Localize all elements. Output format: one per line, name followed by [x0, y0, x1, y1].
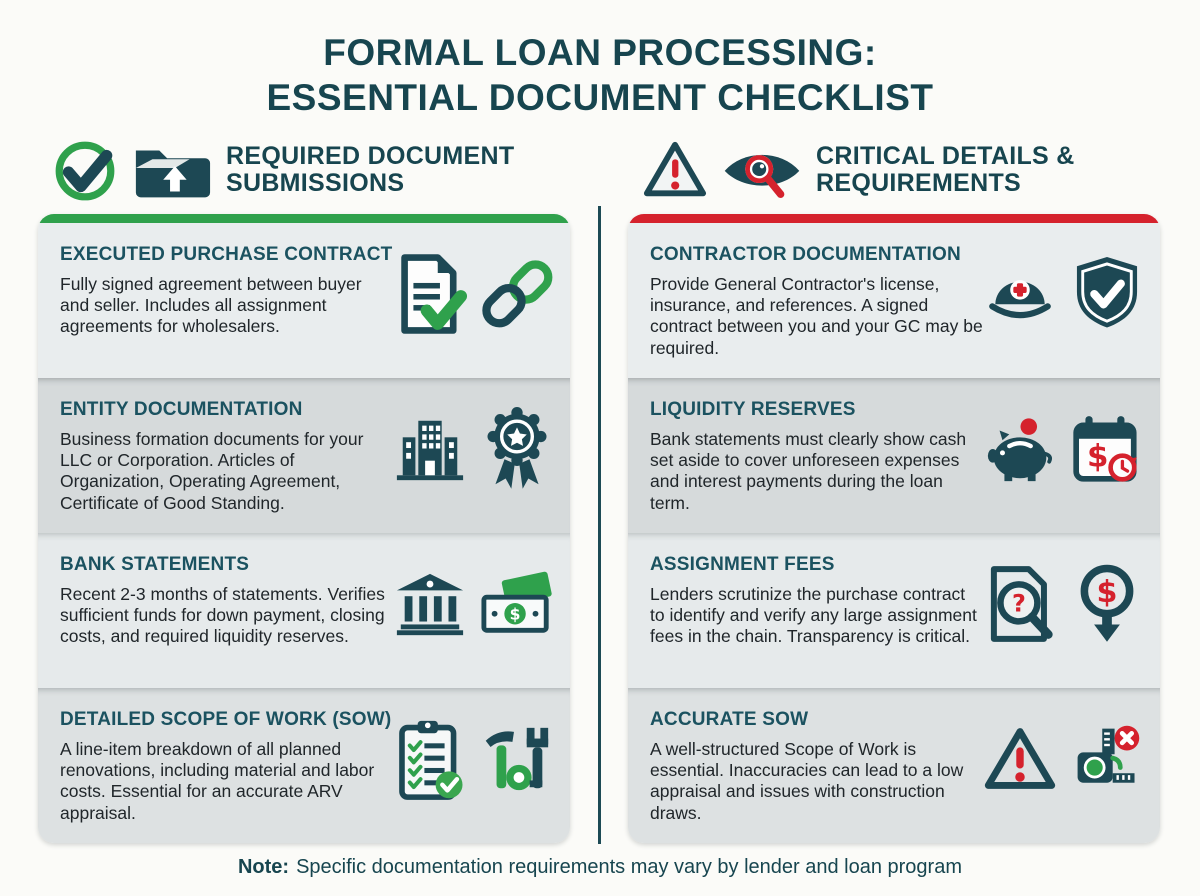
card-body: Fully signed agreement between buyer and… — [60, 274, 362, 337]
document-check-icon — [393, 252, 467, 336]
card-detailed-scope-of-work: DETAILED SCOPE OF WORK (SOW) A line-item… — [38, 688, 570, 843]
card-body: Provide General Contractor's license, in… — [650, 274, 983, 358]
required-submissions-column: REQUIRED DOCUMENT SUBMISSIONS EXECUTED P… — [38, 126, 570, 843]
card-title: EXECUTED PURCHASE CONTRACT — [60, 244, 393, 265]
card-title: ENTITY DOCUMENTATION — [60, 399, 303, 420]
card-title: ASSIGNMENT FEES — [650, 554, 835, 575]
green-accent-bar — [38, 214, 570, 223]
card-executed-purchase-contract: EXECUTED PURCHASE CONTRACT Fully signed … — [38, 223, 570, 378]
card-liquidity-reserves: LIQUIDITY RESERVES Bank statements must … — [628, 378, 1160, 533]
piggy-bank-icon — [983, 407, 1057, 491]
card-body: Bank statements must clearly show cash s… — [650, 429, 967, 513]
required-submissions-panel: EXECUTED PURCHASE CONTRACT Fully signed … — [38, 214, 570, 843]
card-title: DETAILED SCOPE OF WORK (SOW) — [60, 709, 392, 730]
card-title: BANK STATEMENTS — [60, 554, 250, 575]
tools-icon — [480, 717, 554, 801]
footer-note: Note: Specific documentation requirements… — [0, 856, 1200, 879]
card-accurate-sow: ACCURATE SOW A well-structured Scope of … — [628, 688, 1160, 843]
tape-measure-error-icon — [1070, 717, 1144, 801]
column-divider — [598, 206, 601, 844]
card-body: Business formation documents for your LL… — [60, 429, 364, 513]
footer-note-label: Note: — [237, 856, 290, 878]
red-accent-bar — [628, 214, 1160, 223]
checklist-clipboard-icon — [393, 717, 467, 801]
critical-details-header: CRITICAL DETAILS & REQUIREMENTS — [628, 126, 1160, 214]
card-body: A line-item breakdown of all planned ren… — [60, 739, 375, 823]
card-title: ACCURATE SOW — [650, 709, 809, 730]
critical-details-column: CRITICAL DETAILS & REQUIREMENTS CONTRACT… — [628, 126, 1160, 843]
hard-hat-icon — [983, 252, 1057, 336]
page-title-line1: FORMAL LOAN PROCESSING: — [323, 32, 877, 73]
svg-text:$: $ — [510, 606, 521, 624]
card-bank-statements: BANK STATEMENTS Recent 2-3 months of sta… — [38, 533, 570, 688]
warning-triangle-icon — [642, 137, 708, 203]
critical-details-label: CRITICAL DETAILS & REQUIREMENTS — [816, 142, 1075, 197]
svg-text:$: $ — [1087, 438, 1108, 474]
card-contractor-documentation: CONTRACTOR DOCUMENTATION Provide General… — [628, 223, 1160, 378]
svg-text:?: ? — [1012, 590, 1026, 618]
required-submissions-label: REQUIRED DOCUMENT SUBMISSIONS — [226, 142, 515, 197]
card-body: Recent 2-3 months of statements. Verifie… — [60, 584, 385, 647]
chain-link-icon — [480, 252, 554, 336]
critical-details-panel: CONTRACTOR DOCUMENTATION Provide General… — [628, 214, 1160, 843]
cash-icon: $ — [480, 562, 554, 646]
page-title-line2: ESSENTIAL DOCUMENT CHECKLIST — [266, 77, 934, 119]
calendar-dollar-icon: $ — [1070, 407, 1144, 491]
document-magnifier-icon: ? — [983, 562, 1057, 646]
check-circle-icon — [52, 137, 118, 203]
required-submissions-header: REQUIRED DOCUMENT SUBMISSIONS — [38, 126, 570, 214]
card-entity-documentation: ENTITY DOCUMENTATION Business formation … — [38, 378, 570, 533]
page-title: FORMAL LOAN PROCESSING: ESSENTIAL DOCUME… — [0, 30, 1200, 120]
warning-triangle-icon — [983, 717, 1057, 801]
svg-text:$: $ — [1097, 575, 1118, 610]
shield-check-icon — [1070, 252, 1144, 336]
award-ribbon-icon — [480, 407, 554, 491]
card-title: CONTRACTOR DOCUMENTATION — [650, 244, 961, 265]
bank-icon — [393, 562, 467, 646]
eye-magnifier-icon — [721, 137, 803, 203]
card-title: LIQUIDITY RESERVES — [650, 399, 856, 420]
dollar-down-icon: $ — [1070, 562, 1144, 646]
office-building-icon — [393, 407, 467, 491]
card-body: Lenders scrutinize the purchase contract… — [650, 584, 977, 647]
card-assignment-fees: ASSIGNMENT FEES Lenders scrutinize the p… — [628, 533, 1160, 688]
folder-upload-icon — [131, 137, 213, 203]
footer-note-text: Specific documentation requirements may … — [296, 856, 962, 878]
card-body: A well-structured Scope of Work is essen… — [650, 739, 964, 823]
